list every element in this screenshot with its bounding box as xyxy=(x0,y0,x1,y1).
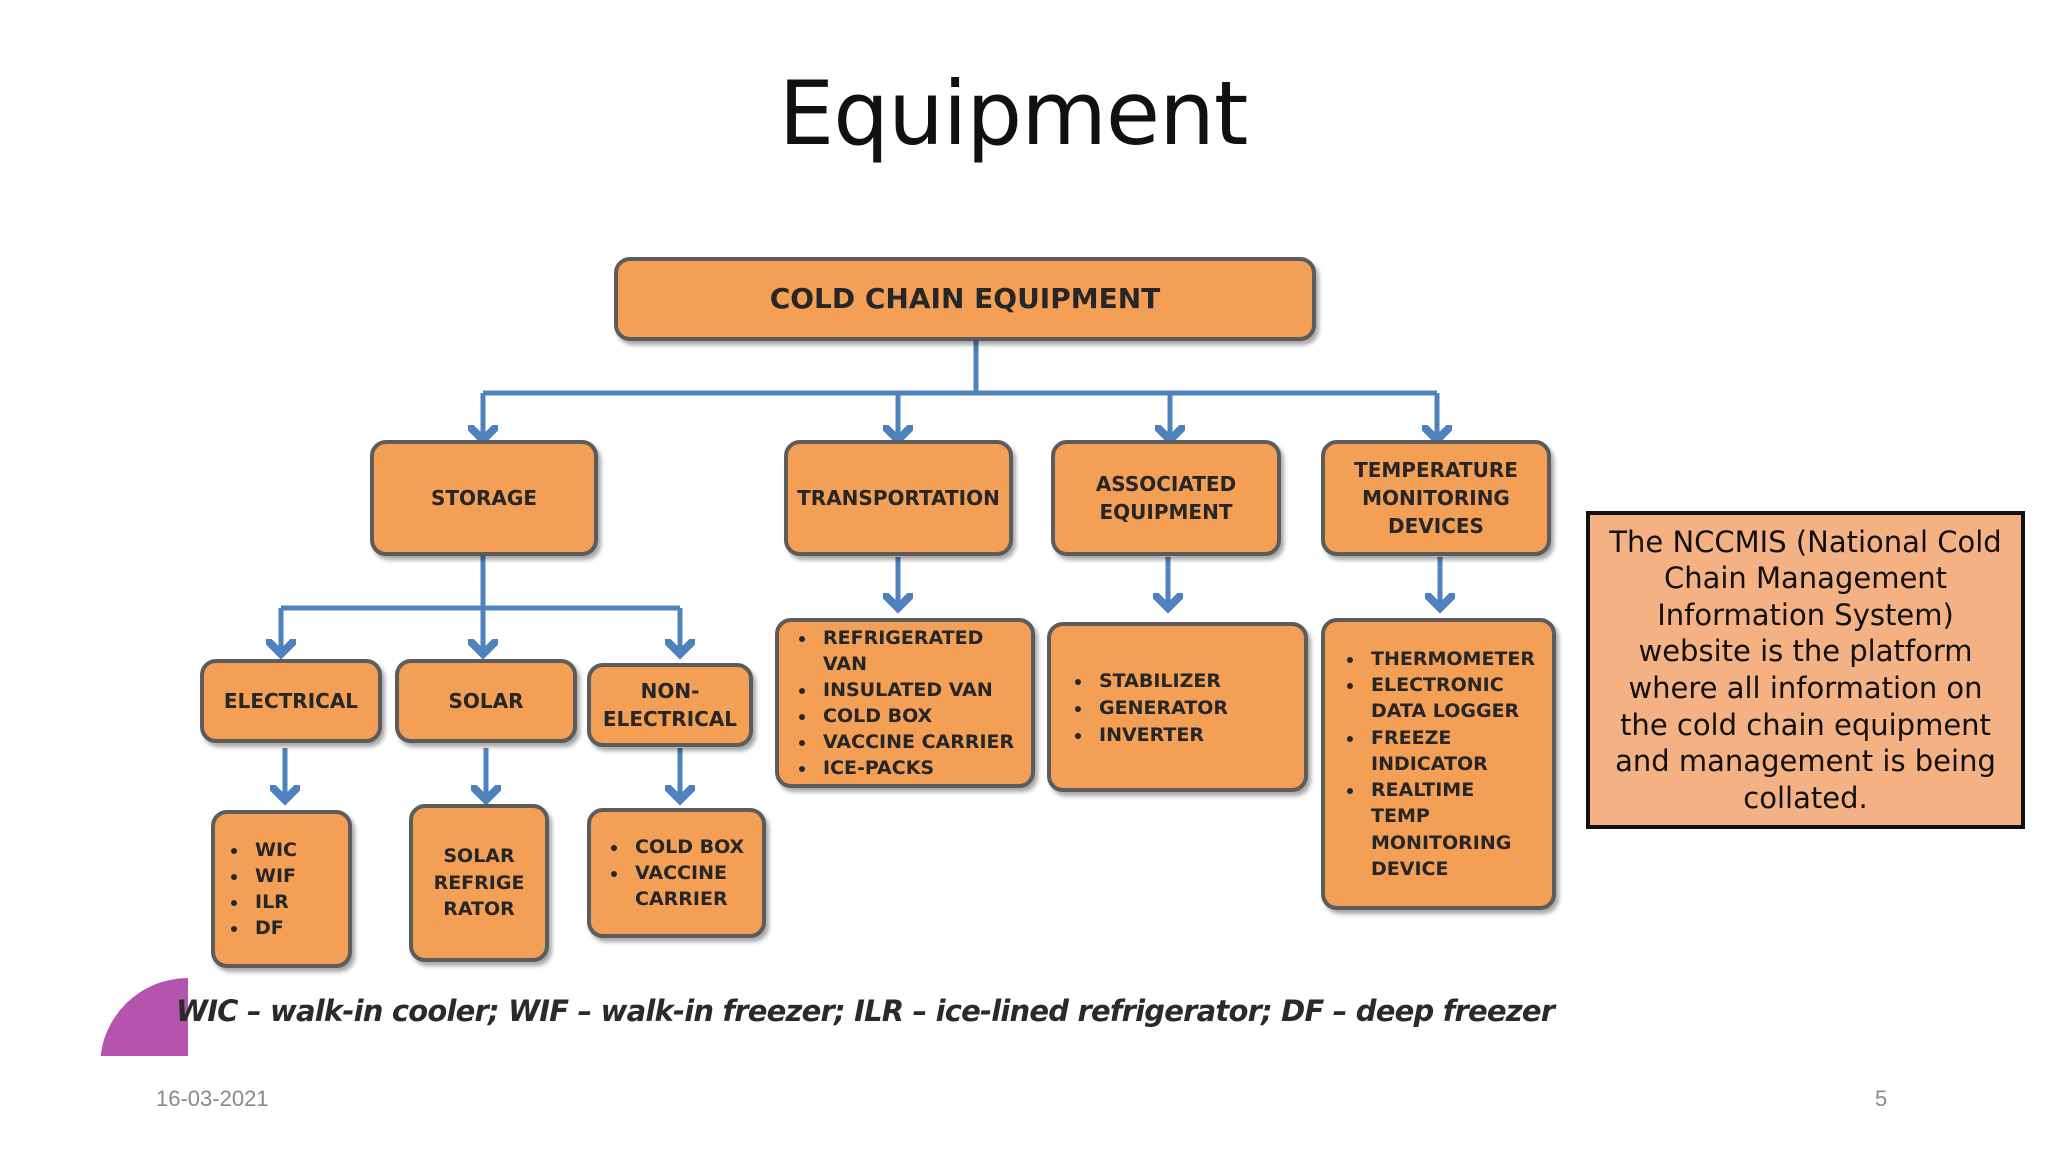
solar-refrigerator-box: SOLAR REFRIGE RATOR xyxy=(409,804,549,962)
list-item: WIF xyxy=(249,863,297,889)
list-item: ILR xyxy=(249,889,297,915)
list-item: REFRIGERATED VAN xyxy=(817,625,1031,677)
storage-box: STORAGE xyxy=(370,440,598,556)
non-electrical-items-box: COLD BOX VACCINE CARRIER xyxy=(587,808,766,938)
list-item: WIC xyxy=(249,837,297,863)
solar-box: SOLAR xyxy=(395,659,577,743)
solar-refrigerator-label: SOLAR REFRIGE RATOR xyxy=(433,845,525,921)
non-electrical-box: NON- ELECTRICAL xyxy=(587,663,753,747)
non-electrical-label: NON- ELECTRICAL xyxy=(602,679,738,731)
electrical-box: ELECTRICAL xyxy=(200,659,382,743)
list-item: VACCINE CARRIER xyxy=(629,860,744,912)
associated-equipment-label: ASSOCIATED EQUIPMENT xyxy=(1095,472,1237,524)
associated-items-list: STABILIZER GENERATOR INVERTER xyxy=(1051,668,1228,749)
nccmis-note-text: The NCCMIS (National Cold Chain Manageme… xyxy=(1609,524,2002,815)
associated-items-box: STABILIZER GENERATOR INVERTER xyxy=(1047,622,1308,792)
abbreviation-legend: WIC – walk-in cooler; WIF – walk-in free… xyxy=(176,994,1555,1028)
slide-title: Equipment xyxy=(778,62,1249,165)
list-item: COLD BOX xyxy=(629,834,744,860)
list-item: INVERTER xyxy=(1093,722,1228,749)
list-item: DF xyxy=(249,915,297,941)
temperature-monitoring-label: TEMPERATURE MONITORING DEVICES xyxy=(1354,458,1518,538)
slide-date: 16-03-2021 xyxy=(156,1086,269,1111)
list-item: REALTIME TEMP MONITORING DEVICE xyxy=(1365,777,1535,882)
transportation-box: TRANSPORTATION xyxy=(784,440,1013,556)
list-item: VACCINE CARRIER xyxy=(817,729,1031,755)
associated-equipment-box: ASSOCIATED EQUIPMENT xyxy=(1051,440,1281,556)
transportation-items-box: REFRIGERATED VAN INSULATED VAN COLD BOX … xyxy=(775,618,1035,788)
electrical-items-list: WIC WIF ILR DF xyxy=(215,837,297,942)
list-item: STABILIZER xyxy=(1093,668,1228,695)
list-item: FREEZE INDICATOR xyxy=(1365,725,1535,777)
temperature-items-list: THERMOMETER ELECTRONIC DATA LOGGER FREEZ… xyxy=(1325,646,1535,882)
electrical-items-box: WIC WIF ILR DF xyxy=(211,810,352,968)
list-item: ELECTRONIC DATA LOGGER xyxy=(1365,672,1535,724)
nccmis-note-box: The NCCMIS (National Cold Chain Manageme… xyxy=(1586,511,2025,829)
storage-label: STORAGE xyxy=(430,486,537,510)
temperature-items-box: THERMOMETER ELECTRONIC DATA LOGGER FREEZ… xyxy=(1321,618,1556,910)
slide-number: 5 xyxy=(1875,1086,1888,1111)
electrical-label: ELECTRICAL xyxy=(223,689,359,713)
decorative-arc xyxy=(100,978,188,1056)
transportation-label: TRANSPORTATION xyxy=(797,486,1000,510)
root-box: COLD CHAIN EQUIPMENT xyxy=(614,257,1316,341)
transportation-items-list: REFRIGERATED VAN INSULATED VAN COLD BOX … xyxy=(779,625,1031,781)
list-item: GENERATOR xyxy=(1093,695,1228,722)
root-label: COLD CHAIN EQUIPMENT xyxy=(769,282,1161,316)
list-item: ICE-PACKS xyxy=(817,755,1031,781)
list-item: COLD BOX xyxy=(817,703,1031,729)
temperature-monitoring-box: TEMPERATURE MONITORING DEVICES xyxy=(1321,440,1551,556)
non-electrical-items-list: COLD BOX VACCINE CARRIER xyxy=(591,834,744,913)
list-item: THERMOMETER xyxy=(1365,646,1535,672)
solar-label: SOLAR xyxy=(448,689,524,713)
list-item: INSULATED VAN xyxy=(817,677,1031,703)
